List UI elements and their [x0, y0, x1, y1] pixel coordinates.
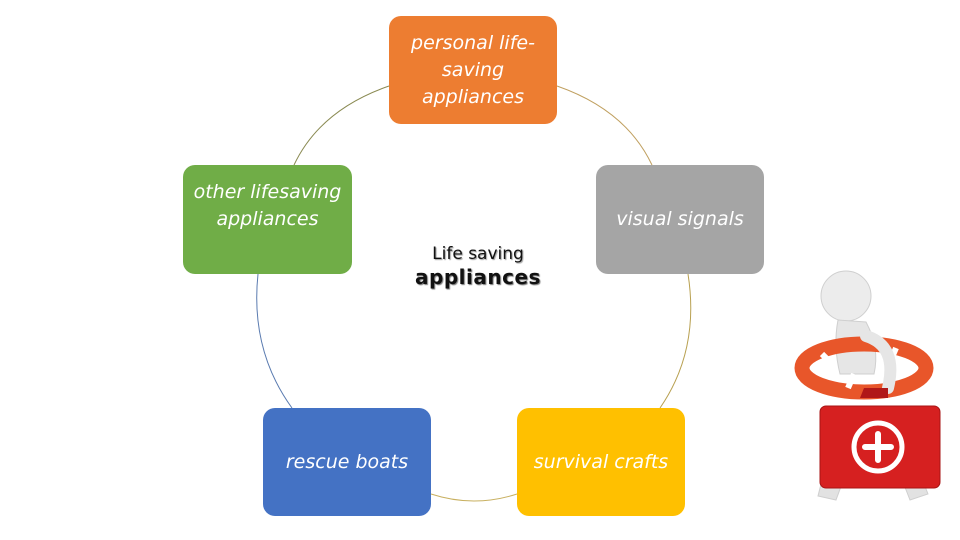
center-title-line2: appliances [415, 265, 541, 289]
center-title: Life saving appliances [396, 244, 560, 289]
figure-head [820, 270, 872, 322]
kit-cross-icon [862, 431, 894, 463]
arc-rescue-other [256, 273, 293, 409]
node-personal-life-saving-appliances: personal life-saving appliances [389, 16, 557, 124]
node-visual-signals: visual signals [596, 165, 764, 274]
kit-handle [860, 388, 888, 398]
kit-cross-circle [851, 420, 905, 474]
arc-personal-visual [556, 85, 653, 166]
lifebuoy-figure-illustration [794, 270, 941, 501]
figure-arm [860, 330, 897, 394]
node-survival-crafts: survival crafts [517, 408, 685, 516]
node-other-lifesaving-appliances: other lifesaving appliances [183, 165, 352, 274]
arc-survival-rescue [430, 493, 518, 502]
node-rescue-boats: rescue boats [263, 408, 431, 516]
arc-visual-survival [659, 273, 692, 409]
arc-personal-other [293, 85, 390, 166]
center-title-line1: Life saving [432, 244, 524, 264]
